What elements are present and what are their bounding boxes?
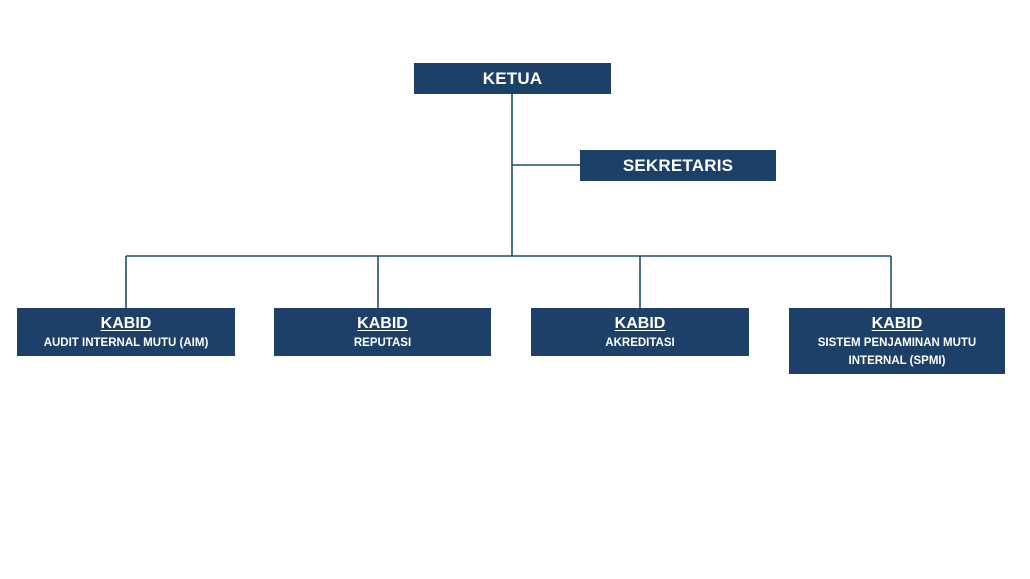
node-kabid-reputasi-title: KABID (357, 315, 408, 332)
node-kabid-akreditasi: KABID AKREDITASI (531, 308, 749, 356)
node-kabid-akreditasi-title: KABID (614, 315, 666, 332)
node-kabid-aim-subtitle: AUDIT INTERNAL MUTU (AIM) (43, 337, 209, 349)
node-ketua-label: KETUA (482, 68, 543, 88)
node-kabid-aim-title: KABID (100, 315, 152, 332)
node-sekretaris: SEKRETARIS (580, 150, 776, 181)
node-ketua: KETUA (414, 63, 611, 94)
node-kabid-akreditasi-subtitle: AKREDITASI (605, 337, 675, 349)
node-sekretaris-label: SEKRETARIS (622, 155, 734, 175)
node-kabid-spmi-title: KABID (871, 315, 923, 332)
node-kabid-spmi: KABID SISTEM PENJAMINAN MUTU INTERNAL (S… (789, 308, 1005, 374)
node-kabid-spmi-subtitle: SISTEM PENJAMINAN MUTU INTERNAL (SPMI) (817, 337, 977, 367)
node-kabid-aim: KABID AUDIT INTERNAL MUTU (AIM) (17, 308, 235, 356)
node-kabid-reputasi-subtitle: REPUTASI (353, 337, 412, 349)
node-kabid-reputasi: KABID REPUTASI (274, 308, 491, 356)
